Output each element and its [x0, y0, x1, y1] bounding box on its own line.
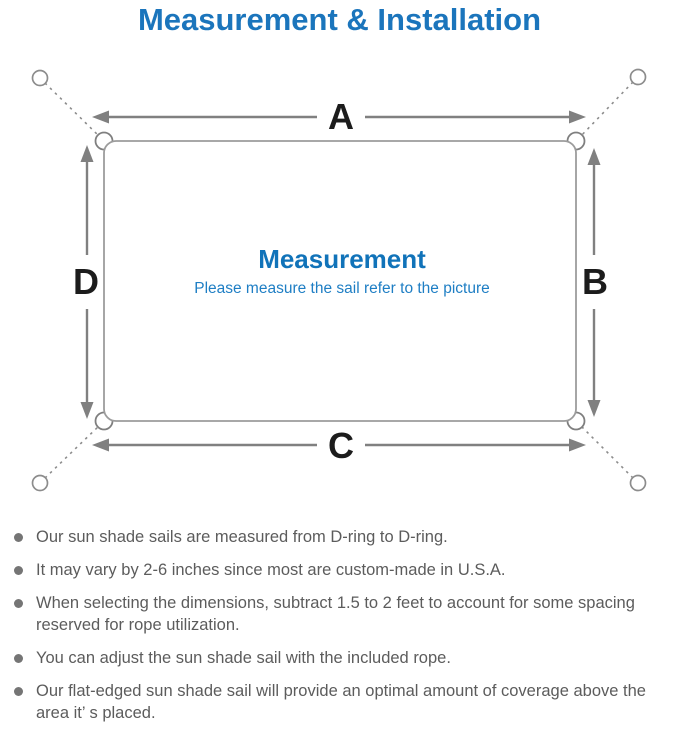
note-text: You can adjust the sun shade sail with t…: [36, 649, 451, 667]
diagram-center-title: Measurement: [258, 244, 426, 274]
arrow-left-head-icon: [92, 438, 109, 452]
anchor-point-icon: [31, 69, 49, 87]
anchor-point-icon: [629, 68, 647, 86]
dimension-arrow-a: [92, 110, 586, 124]
dimension-label-a: A: [328, 96, 354, 137]
dimension-label-c: C: [328, 425, 354, 466]
dimension-arrow-d: [80, 145, 94, 419]
arrow-down-head-icon: [587, 400, 601, 417]
page-title: Measurement & Installation: [137, 2, 542, 37]
rope-bottom-right: [577, 422, 634, 479]
bullet-icon: [14, 566, 23, 575]
notes-list: Our sun shade sails are measured from D-…: [8, 526, 673, 735]
rope-top-left: [44, 82, 103, 140]
list-item: You can adjust the sun shade sail with t…: [8, 647, 673, 669]
arrow-right-head-icon: [569, 110, 586, 124]
anchor-points: [31, 68, 647, 492]
diagram-center-subtitle: Please measure the sail refer to the pic…: [194, 280, 490, 297]
sail-outline: [103, 140, 577, 422]
dimension-label-d: D: [73, 261, 99, 302]
note-text: Our flat-edged sun shade sail will provi…: [36, 682, 646, 722]
arrow-up-head-icon: [587, 148, 601, 165]
bullet-icon: [14, 599, 23, 608]
rope-top-right: [577, 81, 634, 140]
arrow-right-head-icon: [569, 438, 586, 452]
dimension-arrow-b: [587, 148, 601, 417]
rope-dashed-lines: [44, 81, 634, 479]
list-item: When selecting the dimensions, subtract …: [8, 592, 673, 636]
bullet-icon: [14, 687, 23, 696]
note-text: When selecting the dimensions, subtract …: [36, 594, 635, 634]
bullet-icon: [14, 533, 23, 542]
rope-bottom-left: [44, 422, 103, 479]
arrow-left-head-icon: [92, 110, 109, 124]
list-item: Our sun shade sails are measured from D-…: [8, 526, 673, 548]
bullet-icon: [14, 654, 23, 663]
note-text: It may vary by 2-6 inches since most are…: [36, 561, 506, 579]
arrow-up-head-icon: [80, 145, 94, 162]
anchor-point-icon: [31, 474, 49, 492]
dimension-arrow-c: [92, 438, 586, 452]
list-item: Our flat-edged sun shade sail will provi…: [8, 680, 673, 724]
sail-measurement-diagram: A C D B Measurement Please measure the s…: [31, 68, 647, 492]
anchor-point-icon: [629, 474, 647, 492]
arrow-down-head-icon: [80, 402, 94, 419]
note-text: Our sun shade sails are measured from D-…: [36, 528, 448, 546]
dimension-label-b: B: [582, 261, 608, 302]
list-item: It may vary by 2-6 inches since most are…: [8, 559, 673, 581]
